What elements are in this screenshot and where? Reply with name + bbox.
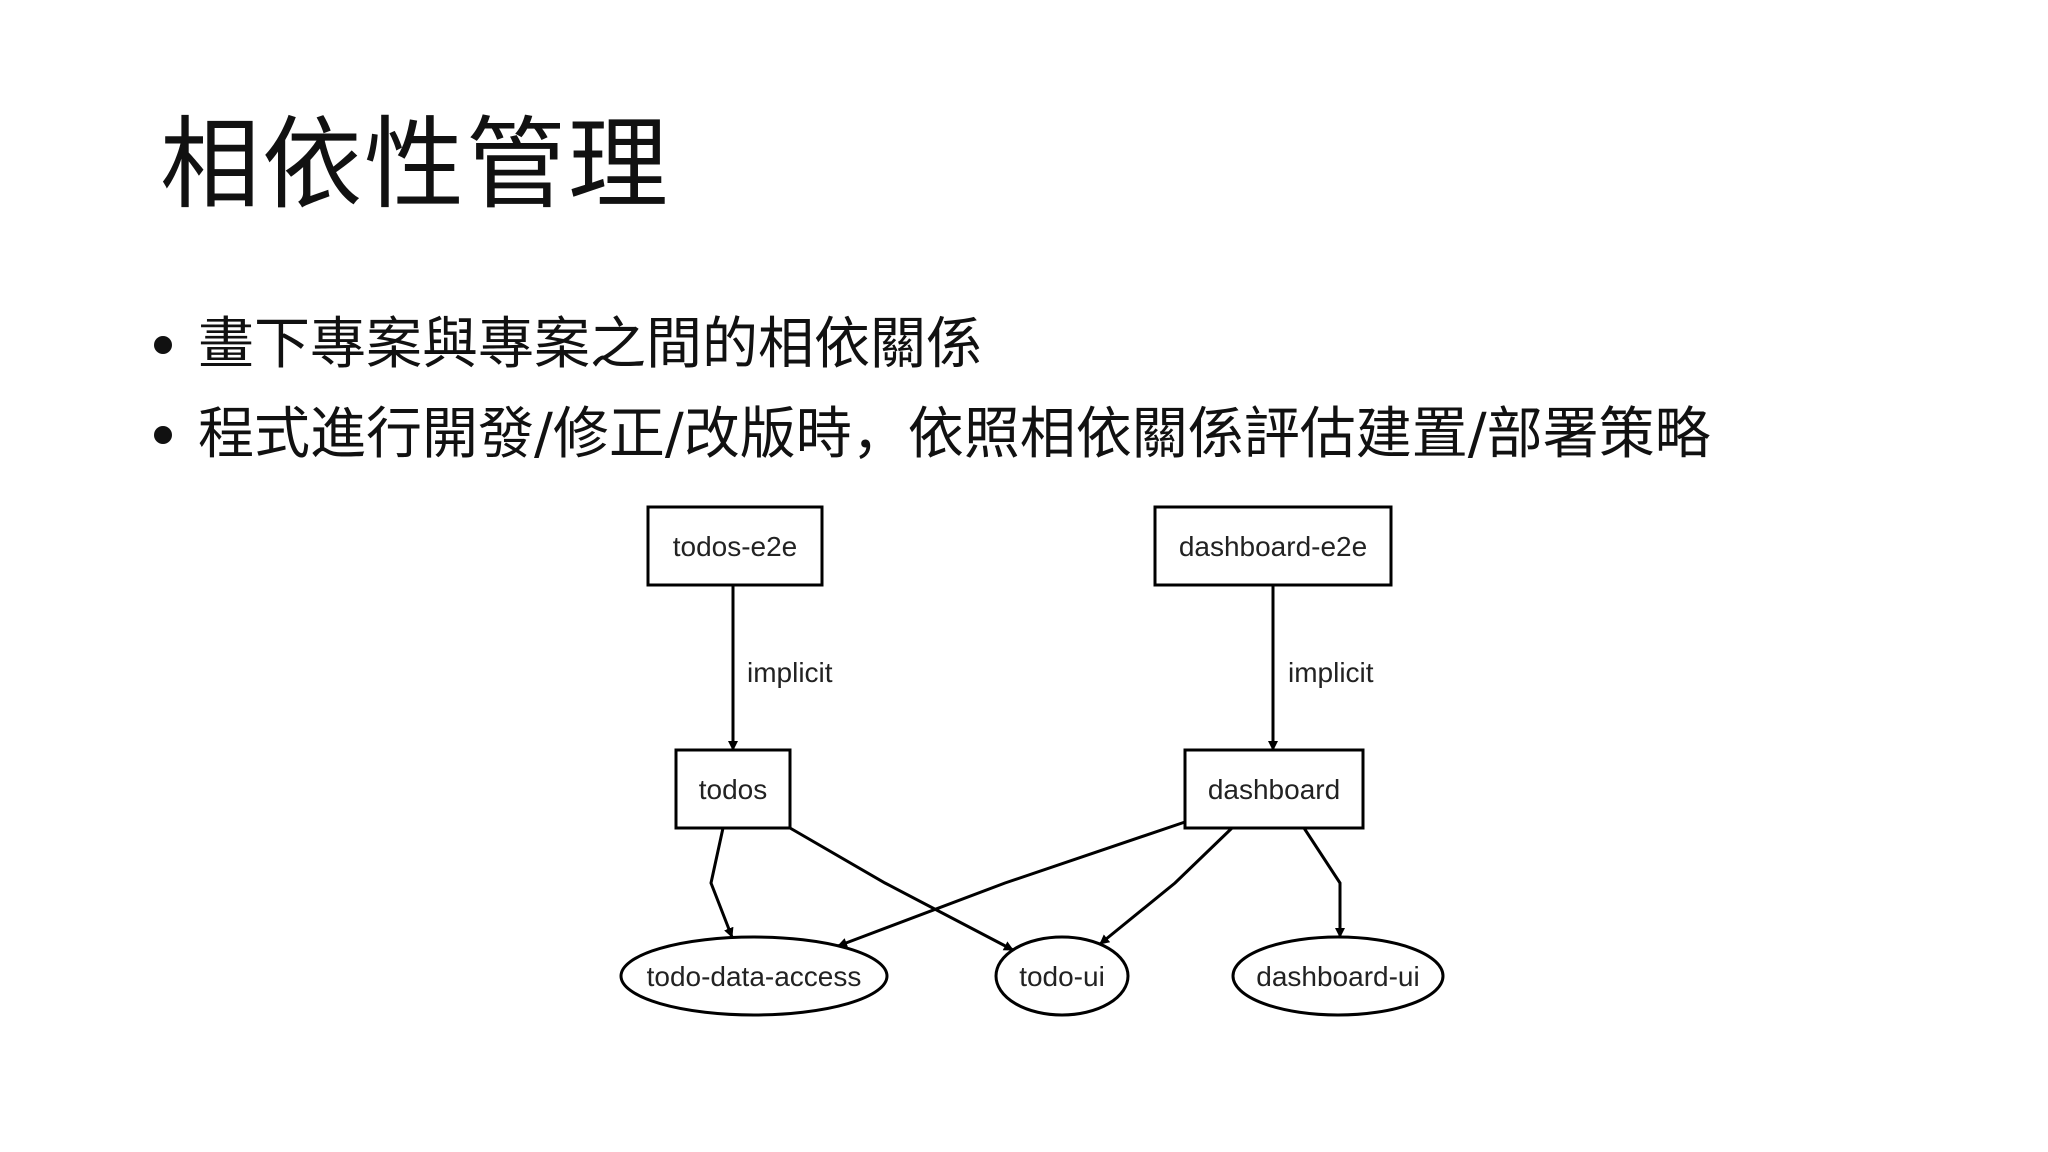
bullet-list: 畫下專案與專案之間的相依關係 程式進行開發/修正/改版時，依照相依關係評估建置/… [150,300,1711,480]
bullet-dot-icon [154,336,172,354]
bullet-text: 程式進行開發/修正/改版時，依照相依關係評估建置/部署策略 [198,402,1711,467]
node-label-dashboard: dashboard [1208,774,1340,805]
bullet-dot-icon [154,426,172,444]
bullet-item: 畫下專案與專案之間的相依關係 [150,300,1711,390]
nodes-layer: todos-e2e dashboard-e2e todos dashboard todo… [619,505,1445,1017]
node-todos-e2e: todos-e2e [646,505,824,587]
node-label-todo-ui: todo-ui [1019,961,1105,992]
node-todo-ui: todo-ui [994,935,1130,1017]
node-shape-dashboard [1183,748,1365,830]
edge-label-todos-e2e: implicit [747,657,833,688]
node-shape-todo-data-access [619,935,889,1017]
edge-dashboard-to-todo-data-access [837,820,1186,948]
node-todo-data-access: todo-data-access [619,935,889,1017]
node-label-dashboard-e2e: dashboard-e2e [1179,531,1367,562]
edge-dashboard-to-dashboard-ui [1302,827,1345,938]
node-shape-todos-e2e [646,505,824,587]
node-dashboard-ui: dashboard-ui [1231,935,1445,1017]
edge-label-dashboard-e2e: implicit [1288,657,1374,688]
edge-todos-to-todo-ui [789,826,1014,952]
bullet-text: 畫下專案與專案之間的相依關係 [198,312,982,377]
edges-layer: implicit implicit [709,585,1374,952]
node-shape-dashboard-ui [1231,935,1445,1017]
edge-todos-to-todo-data-access [709,827,734,938]
node-label-todos-e2e: todos-e2e [673,531,798,562]
bullet-item: 程式進行開發/修正/改版時，依照相依關係評估建置/部署策略 [150,390,1711,480]
node-shape-todo-ui [994,935,1130,1017]
node-shape-dashboard-e2e [1153,505,1393,587]
node-todos: todos [674,748,792,830]
node-label-todos: todos [699,774,768,805]
slide-title: 相依性管理 [160,106,670,223]
node-label-dashboard-ui: dashboard-ui [1256,961,1419,992]
edge-dashboard-to-todo-ui [1099,826,1234,946]
node-label-todo-data-access: todo-data-access [647,961,862,992]
node-dashboard-e2e: dashboard-e2e [1153,505,1393,587]
node-shape-todos [674,748,792,830]
node-dashboard: dashboard [1183,748,1365,830]
